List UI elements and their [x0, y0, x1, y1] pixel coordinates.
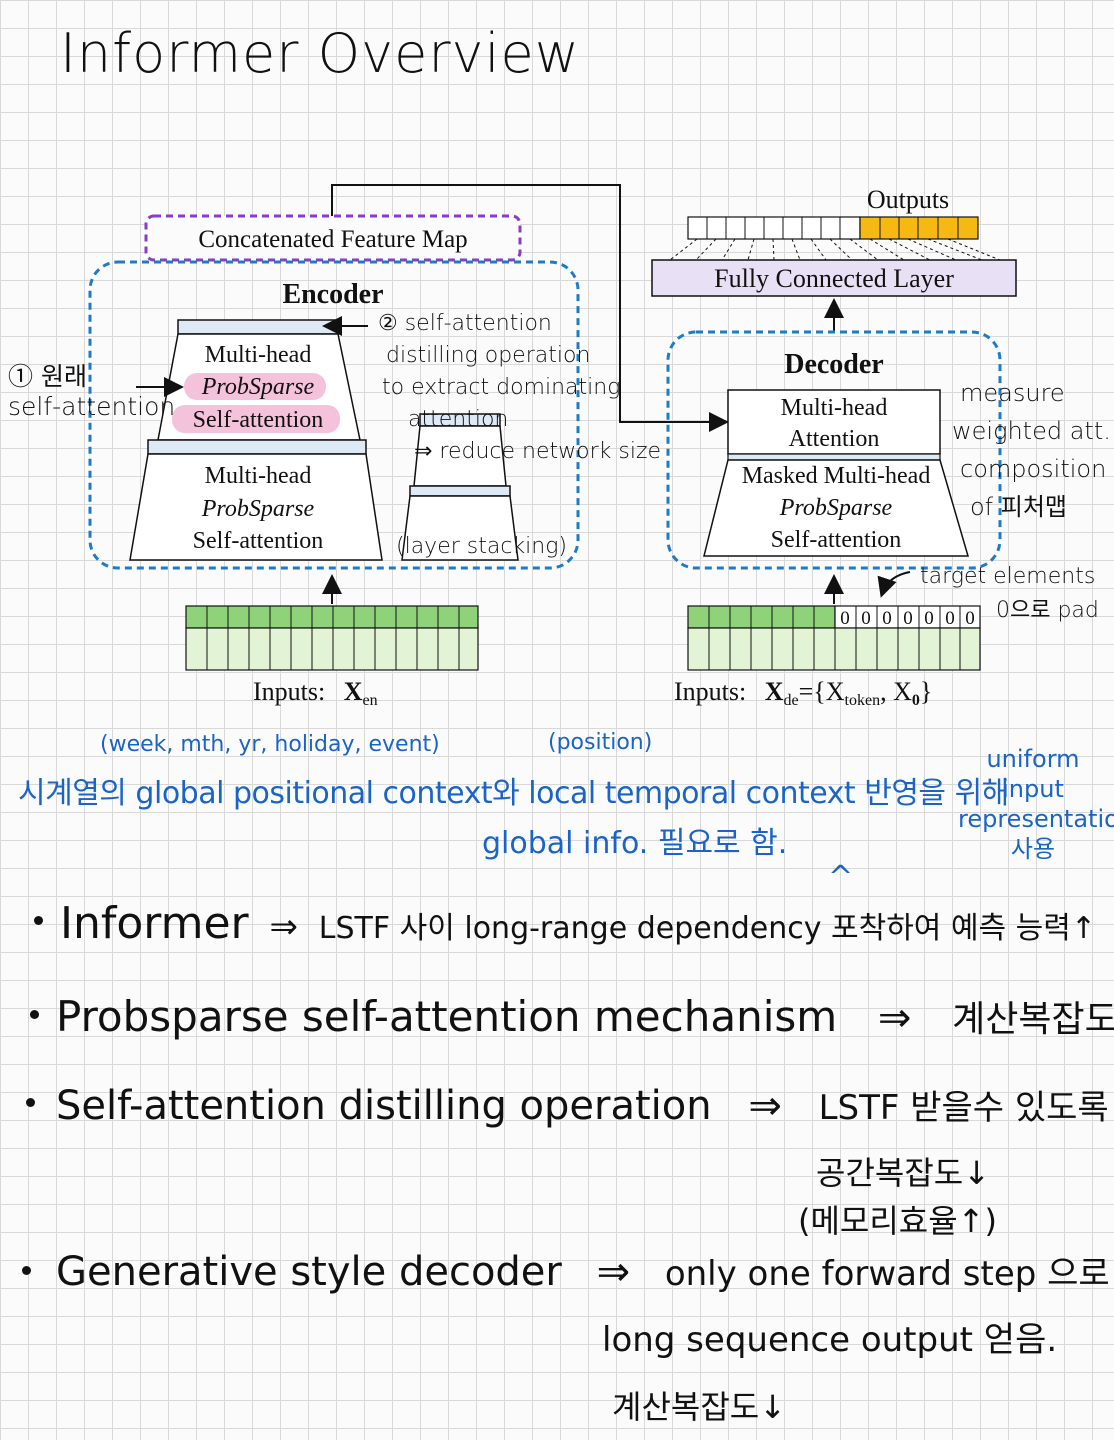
output-cells: [669, 216, 1001, 261]
encoder-block2-top-bar: [147, 439, 367, 455]
small-encoder-mid-bar: [409, 485, 511, 497]
bullet-3-extra-1: 공간복잡도↓: [816, 1154, 991, 1192]
dec-attention-line2: Attention: [789, 426, 880, 452]
bullet-2-arrow: ⇒: [877, 995, 912, 1041]
enc-block1-line1: Multi-head: [205, 342, 312, 368]
informer-architecture-figure: Concatenated Feature Map Encoder Multi-h…: [88, 184, 1017, 709]
concat-to-decoder-connector: [331, 184, 729, 432]
uniform-note-line: 사용: [1010, 835, 1056, 863]
target-note-line: target elements: [920, 564, 1096, 589]
bullet-1: Informer ⇒ LSTF 사이 long-range dependency…: [60, 898, 1096, 949]
bullet-dot: [30, 1010, 39, 1019]
bullet-2-tail: 계산복잡도↓: [952, 999, 1114, 1040]
probsparse-highlight-2: [172, 405, 340, 433]
enc-block1-line3: Self-attention: [193, 407, 324, 433]
decoder-container: [666, 330, 1002, 570]
dec-attention-line1: Multi-head: [781, 395, 888, 421]
distill-note: ② self-attention distilling operation to…: [378, 308, 661, 468]
bullet-4-extra-1: long sequence output 얻음.: [602, 1320, 1058, 1360]
bullet-3-extra-2: (메모리효율↑): [798, 1202, 997, 1240]
left-note-line: self-attention: [8, 392, 176, 421]
decoder-masked-block: [703, 459, 969, 557]
distill-note-line: attention: [408, 407, 509, 432]
bullet-1-arrow: ⇒: [269, 907, 298, 947]
zero-cell: 0: [861, 608, 871, 629]
uniform-note-line: input: [1002, 775, 1064, 803]
bullet-4: Generative style decoder ⇒ only one forw…: [56, 1246, 1110, 1295]
decoder-masked-top-bar: [727, 453, 941, 461]
bullet-4-arrow: ⇒: [596, 1249, 631, 1295]
dec-masked-line3: Self-attention: [771, 527, 902, 553]
distill-note-line: to extract dominating: [382, 375, 621, 400]
enc-block2-line1: Multi-head: [205, 463, 312, 489]
bullet-dot: [34, 916, 43, 925]
encoder-input-grid: [185, 605, 479, 671]
small-encoder-lower: [401, 495, 519, 561]
left-note: ① 원래 self-attention: [8, 362, 175, 422]
zero-cell: 0: [945, 608, 955, 629]
concat-feature-map-label: Concatenated Feature Map: [198, 226, 467, 253]
layer-stacking-note: (layer stacking): [396, 534, 568, 559]
zero-cell: 0: [882, 608, 892, 629]
dec-masked-line2: ProbSparse: [779, 495, 893, 521]
enc-block2-line2: ProbSparse: [201, 496, 315, 522]
bullet-1-head: Informer: [60, 898, 249, 949]
target-note-line: 0으로 pad: [996, 598, 1099, 623]
measure-note-line: composition: [960, 455, 1107, 483]
bullet-3: Self-attention distilling operation ⇒ LS…: [56, 1080, 1109, 1129]
distill-note-line: ⇒ reduce network size: [414, 439, 662, 464]
encoder-container: [88, 260, 580, 570]
page-title: Informer Overview: [60, 22, 580, 85]
caret-mark: ^: [828, 860, 854, 895]
fully-connected-layer-label: Fully Connected Layer: [714, 264, 954, 293]
bullet-4-tail: only one forward step 으로: [664, 1254, 1110, 1294]
decoder-input-grid: 0 0 0 0 0 0 0: [687, 605, 981, 671]
zero-cell: 0: [965, 608, 975, 629]
measure-note: measure weighted att. composition of 피처맵: [952, 374, 1111, 526]
position-sub-note: (position): [548, 730, 653, 755]
encoder-block1-top-bar: [177, 319, 339, 335]
target-note: target elements 0으로 pad: [920, 560, 1099, 628]
uniform-note: uniform input representation 사용: [958, 744, 1114, 864]
uniform-note-line: uniform: [986, 745, 1080, 773]
context-sub-note: (week, mth, yr, holiday, event): [100, 732, 440, 757]
concat-feature-map-box: [144, 214, 522, 262]
bullet-dot: [26, 1098, 35, 1107]
distill-note-line: ② self-attention: [378, 311, 552, 336]
zero-cell: 0: [924, 608, 934, 629]
measure-note-line: weighted att.: [952, 417, 1111, 445]
encoder-title: Encoder: [282, 279, 383, 310]
distill-note-line: distilling operation: [386, 343, 591, 368]
enc-block1-line2: ProbSparse: [201, 374, 315, 400]
decoder-title: Decoder: [784, 349, 884, 380]
zero-cell: 0: [903, 608, 913, 629]
bullet-4-extra-2: 계산복잡도↓: [612, 1388, 787, 1426]
global-info-line: global info. 필요로 함.: [482, 826, 788, 861]
encoder-block2: [129, 453, 383, 561]
measure-note-line: of 피처맵: [970, 493, 1068, 521]
zero-cell: 0: [840, 608, 850, 629]
bullet-4-head: Generative style decoder: [56, 1249, 562, 1295]
dec-masked-line1: Masked Multi-head: [742, 463, 931, 489]
bullet-3-arrow: ⇒: [748, 1083, 782, 1129]
bullet-3-head: Self-attention distilling operation: [56, 1083, 712, 1129]
measure-note-line: measure: [960, 379, 1065, 407]
left-note-line: ① 원래: [8, 362, 87, 391]
bullet-1-tail: LSTF 사이 long-range dependency 포착하여 예측 능력…: [318, 911, 1097, 946]
context-line: 시계열의 global positional context와 local te…: [18, 776, 1009, 811]
bullet-3-tail: LSTF 받을수 있도록: [818, 1088, 1109, 1128]
target-note-arrow: [877, 571, 911, 598]
bullet-dot: [22, 1266, 31, 1275]
bullet-2: Probsparse self-attention mechanism ⇒ 계산…: [56, 990, 1114, 1042]
uniform-note-line: representation: [958, 805, 1114, 833]
fully-connected-layer-box: [651, 259, 1017, 297]
enc-block2-line3: Self-attention: [193, 528, 324, 554]
outputs-label: Outputs: [867, 185, 949, 214]
probsparse-highlight-1: [184, 373, 326, 400]
encoder-inputs-label: Inputs: Xen: [253, 677, 378, 709]
decoder-attention-box: [727, 389, 941, 455]
bullet-2-head: Probsparse self-attention mechanism: [56, 992, 838, 1041]
decoder-inputs-label: Inputs: Xde={Xtoken, X0}: [674, 677, 932, 709]
